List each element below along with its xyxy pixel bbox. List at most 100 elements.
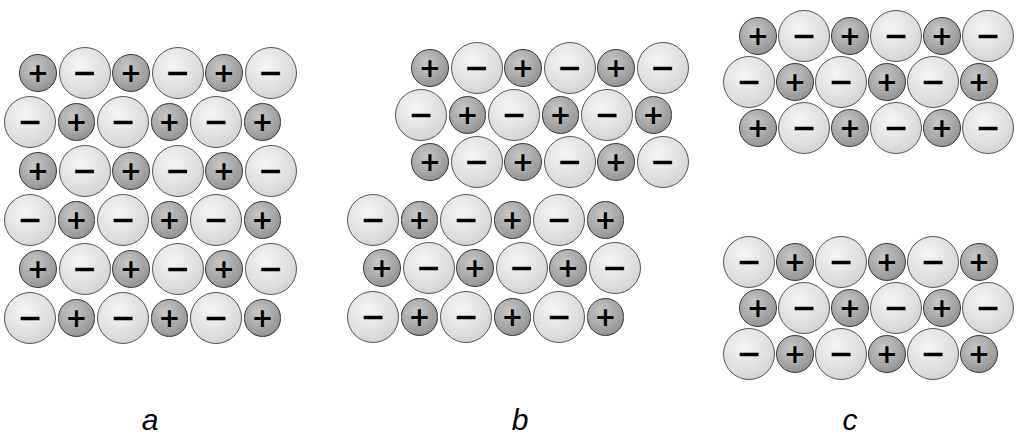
ion-charge: − (975, 113, 1000, 143)
ion-charge: + (213, 60, 235, 86)
anion-circle: − (190, 194, 242, 246)
ion-charge: − (594, 100, 619, 130)
ion-charge: − (975, 293, 1000, 323)
ion-charge: + (876, 341, 898, 367)
ion-charge: − (736, 247, 761, 277)
cation-circle: + (205, 152, 243, 190)
cation-circle: + (151, 299, 189, 337)
cation-circle: + (542, 96, 580, 134)
ion-charge: − (165, 156, 190, 186)
ion-charge: − (165, 58, 190, 88)
cation-circle: + (960, 335, 998, 373)
anion-circle: − (190, 96, 242, 148)
cation-circle: + (205, 54, 243, 92)
ion-charge: + (27, 60, 49, 86)
anion-circle: − (496, 242, 548, 294)
ion-charge: + (747, 295, 769, 321)
ion-charge: + (931, 23, 953, 49)
cation-circle: + (831, 289, 869, 327)
ion-charge: + (605, 149, 627, 175)
panel-letter: c (843, 405, 858, 435)
ion-charge: + (557, 255, 579, 281)
cation-circle: + (831, 109, 869, 147)
ion-charge: + (120, 60, 142, 86)
ion-charge: − (17, 303, 42, 333)
cation-circle: + (960, 243, 998, 281)
ion-charge: − (650, 53, 675, 83)
ion-charge: − (360, 205, 385, 235)
ion-charge: − (602, 253, 627, 283)
ion-charge: − (453, 205, 478, 235)
ion-charge: + (66, 207, 88, 233)
ion-charge: + (784, 249, 806, 275)
ion-charge: − (975, 21, 1000, 51)
ion-charge: − (453, 302, 478, 332)
ion-charge: − (883, 21, 908, 51)
anion-circle: − (152, 47, 204, 99)
anion-circle: − (59, 243, 111, 295)
ion-charge: − (650, 147, 675, 177)
panel-letter: b (512, 405, 529, 435)
ion-charge: − (828, 67, 853, 97)
anion-circle: − (544, 42, 596, 94)
cation-circle: + (923, 109, 961, 147)
ion-charge: + (550, 102, 572, 128)
ion-charge: − (828, 247, 853, 277)
ion-charge: − (258, 58, 283, 88)
ion-charge: + (252, 109, 274, 135)
anion-circle: − (637, 136, 689, 188)
anion-circle: − (4, 194, 56, 246)
ion-charge: + (409, 304, 431, 330)
cation-circle: + (549, 249, 587, 287)
cation-circle: + (739, 109, 777, 147)
cation-circle: + (205, 250, 243, 288)
ion-charge: − (165, 254, 190, 284)
ion-charge: + (502, 304, 524, 330)
ion-charge: + (66, 305, 88, 331)
ion-charge: − (17, 205, 42, 235)
cation-circle: + (504, 143, 542, 181)
ion-charge: + (252, 207, 274, 233)
anion-circle: − (637, 42, 689, 94)
ion-charge: − (557, 147, 582, 177)
anion-circle: − (870, 282, 922, 334)
ion-charge: + (747, 115, 769, 141)
cation-circle: + (456, 249, 494, 287)
anion-circle: − (533, 291, 585, 343)
ion-charge: + (839, 295, 861, 321)
ion-charge: − (360, 302, 385, 332)
anion-circle: − (440, 194, 492, 246)
ion-charge: + (839, 115, 861, 141)
ion-charge: − (557, 53, 582, 83)
cation-circle: + (19, 250, 57, 288)
ion-charge: + (643, 102, 665, 128)
cation-circle: + (58, 201, 96, 239)
anion-circle: − (245, 243, 297, 295)
ion-charge: + (839, 23, 861, 49)
anion-circle: − (533, 194, 585, 246)
ion-charge: − (110, 107, 135, 137)
ion-charge: − (17, 107, 42, 137)
anion-circle: − (723, 56, 775, 108)
ion-charge: − (736, 67, 761, 97)
ion-charge: − (546, 302, 571, 332)
anion-circle: − (97, 292, 149, 344)
ion-charge: + (502, 207, 524, 233)
ion-charge: + (931, 295, 953, 321)
cation-circle: + (112, 250, 150, 288)
anion-circle: − (962, 282, 1014, 334)
ion-charge: − (464, 53, 489, 83)
anion-circle: − (778, 282, 830, 334)
ion-charge: + (968, 249, 990, 275)
ion-charge: − (72, 58, 97, 88)
anion-circle: − (962, 10, 1014, 62)
ion-charge: − (736, 339, 761, 369)
cation-circle: + (597, 49, 635, 87)
ion-charge: + (784, 69, 806, 95)
anion-circle: − (778, 10, 830, 62)
ion-charge: + (876, 69, 898, 95)
ion-charge: + (512, 149, 534, 175)
anion-circle: − (815, 236, 867, 288)
cation-circle: + (401, 201, 439, 239)
